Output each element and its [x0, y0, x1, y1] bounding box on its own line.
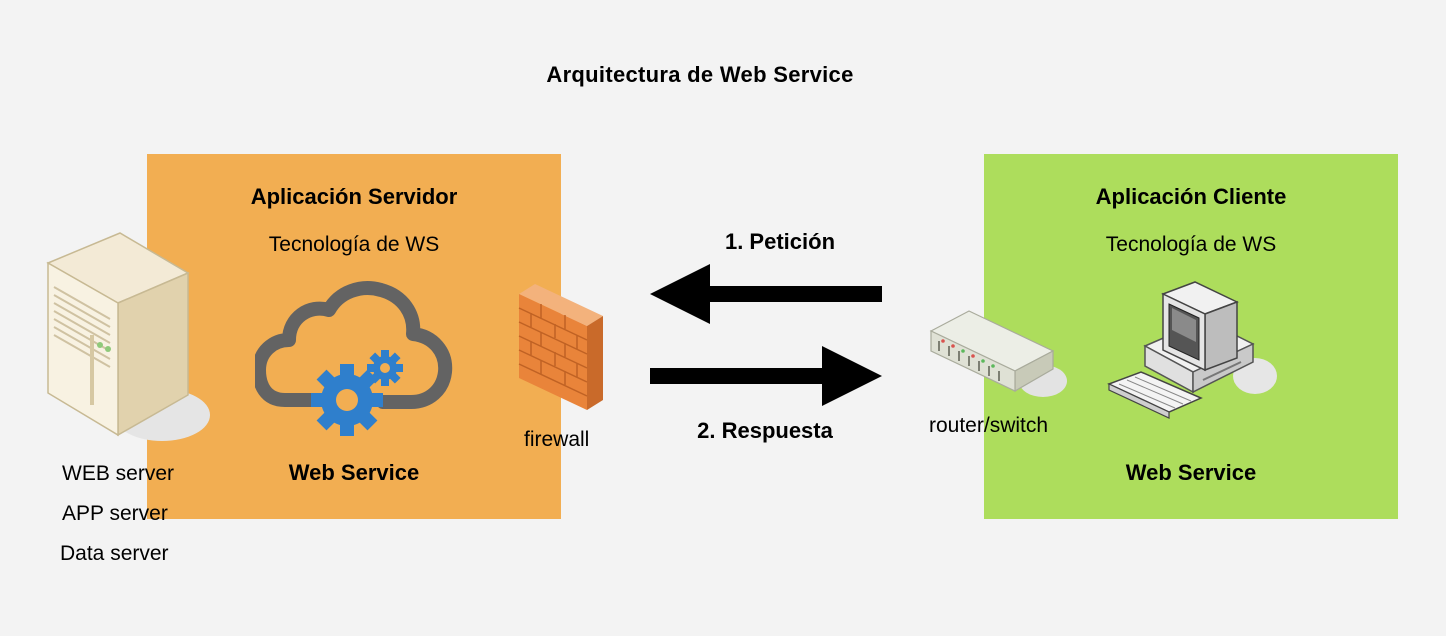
request-arrow: [650, 264, 882, 324]
desktop-computer-icon: [1107, 281, 1277, 419]
server-application-panel: Aplicación Servidor Tecnología de WS Web…: [147, 154, 561, 519]
client-panel-subtitle: Tecnología de WS: [1105, 233, 1277, 256]
server-label-app: APP server: [62, 502, 168, 525]
server-panel-footer: Web Service: [288, 460, 420, 485]
request-response-arrows: [650, 264, 882, 406]
request-label: 1. Petición: [724, 229, 836, 254]
server-panel-title: Aplicación Servidor: [250, 184, 458, 209]
client-panel-footer: Web Service: [1125, 460, 1257, 485]
router-switch-icon: [929, 310, 1067, 397]
client-panel-title: Aplicación Cliente: [1095, 184, 1287, 209]
server-tower-icon: [46, 232, 210, 441]
firewall-label: firewall: [524, 428, 590, 451]
cloud-gear-icon: [255, 281, 453, 436]
server-panel-subtitle: Tecnología de WS: [268, 233, 440, 256]
response-label: 2. Respuesta: [697, 418, 833, 443]
server-label-web: WEB server: [62, 462, 175, 485]
response-arrow: [650, 346, 882, 406]
firewall-icon: [518, 284, 603, 410]
diagram-title: Arquitectura de Web Service: [546, 62, 854, 87]
server-label-data: Data server: [60, 542, 169, 565]
router-switch-label: router/switch: [929, 414, 1049, 437]
